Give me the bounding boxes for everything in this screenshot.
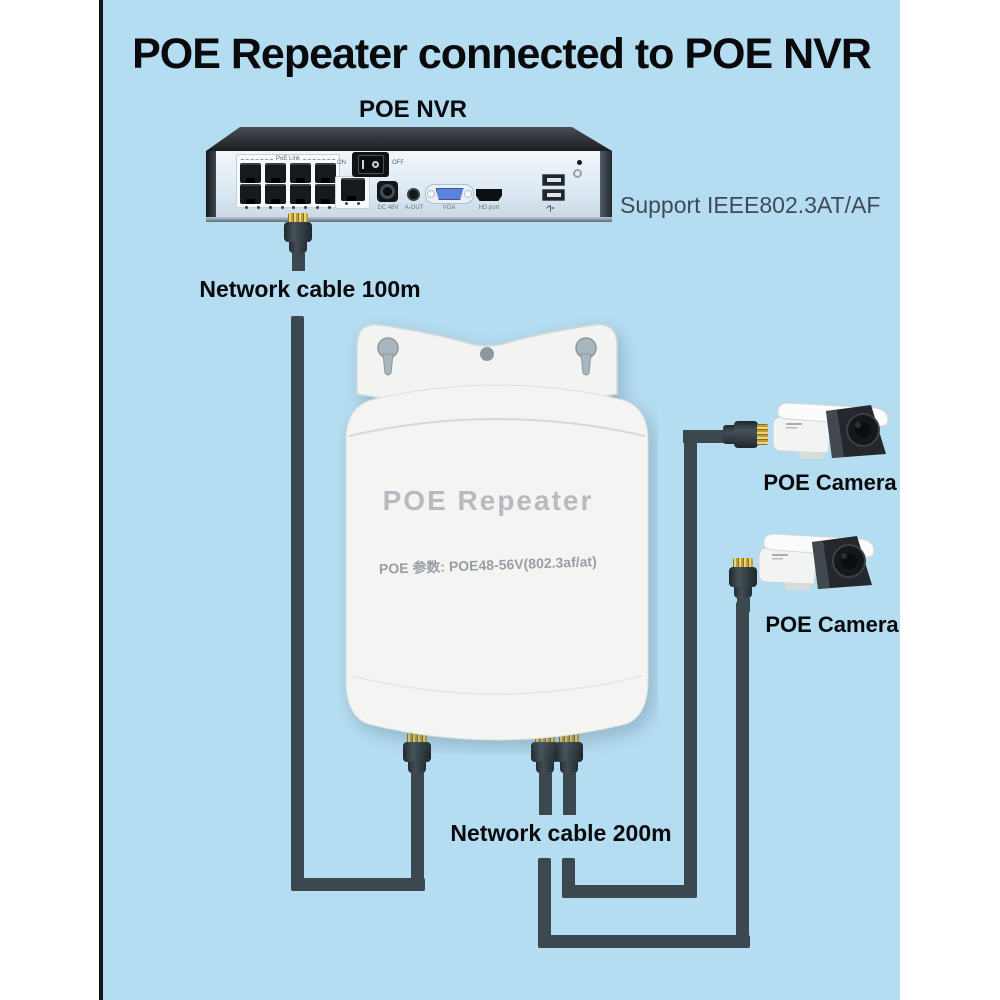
aout-label: A-OUT — [404, 205, 424, 211]
rj45-port — [240, 184, 261, 204]
poe-camera-1 — [772, 402, 889, 459]
power-rocker — [357, 155, 384, 174]
rj45-connector-camera1 — [683, 419, 773, 448]
screw-hole — [573, 169, 582, 178]
usb-ports — [542, 174, 565, 204]
nvr-top-panel — [206, 127, 612, 151]
poe-port-row-2 — [237, 183, 339, 204]
poe-link-label: PoE Link — [276, 156, 301, 162]
vga-port — [425, 184, 474, 204]
rj45-pins — [407, 733, 427, 742]
center-hole — [480, 347, 494, 361]
rj45-pins — [288, 213, 308, 222]
rj45-port — [290, 184, 311, 204]
nvr-bottom-edge — [206, 217, 612, 222]
support-note: Support IEEE802.3AT/AF — [620, 192, 881, 218]
keyhole-slot-right — [575, 337, 597, 376]
port-led-dots — [237, 204, 339, 209]
rj45-port — [315, 163, 336, 183]
hdmi-port — [476, 189, 502, 201]
rj45-pins — [733, 558, 753, 567]
rj45-port — [290, 163, 311, 183]
audio-out-jack — [407, 188, 420, 201]
camera1-label: POE Camera — [763, 470, 897, 495]
cable-cam2-vertical-a — [538, 858, 551, 948]
poe-camera-2 — [758, 533, 875, 590]
dc-power-jack — [377, 181, 398, 202]
rj45-port — [240, 163, 261, 183]
repeater-name: POE Repeater — [383, 485, 594, 516]
camera-brand-mark — [772, 554, 788, 556]
camera2-label: POE Camera — [765, 612, 899, 637]
cable-cam1-horizontal — [562, 885, 697, 898]
repeater-spec: POE 参数: POE48-56V(802.3af/at) — [379, 553, 597, 577]
nvr-left-edge — [206, 151, 216, 222]
nvr-label: POE NVR — [358, 96, 468, 123]
cable-nvr-vertical — [291, 316, 304, 890]
diagram-title: POE Repeater connected to POE NVR — [132, 30, 872, 78]
rj45-port — [265, 184, 286, 204]
status-led — [577, 160, 582, 165]
rj45-connector-camera2 — [729, 558, 757, 612]
nvr-device: PoE Link — [206, 127, 612, 222]
nvr-uplink-port — [335, 176, 370, 209]
keyhole-slot-left — [377, 337, 399, 376]
rj45-connector-repeater-uplink — [403, 733, 431, 888]
dc-jack-label: DC 48V — [377, 205, 399, 211]
cable-nvr-horizontal — [291, 878, 425, 891]
rj45-port — [265, 163, 286, 183]
nvr-right-edge — [600, 151, 612, 222]
rj45-port — [315, 184, 336, 204]
cable-cam1-vertical-b — [684, 430, 697, 898]
hdmi-label: HD port — [478, 205, 500, 211]
repeater-body — [345, 384, 649, 741]
camera-mount — [784, 582, 810, 590]
cable-cam2-vertical-b — [736, 602, 749, 948]
usb-port — [542, 189, 565, 201]
repeater-device: POE Repeater POE 参数: POE48-56V(802.3af/a… — [345, 323, 649, 741]
rj45-pins — [559, 733, 579, 742]
switch-on-label: ON — [337, 160, 346, 166]
nvr-poe-ports: PoE Link — [236, 154, 340, 209]
camera-brand-mark — [786, 423, 802, 425]
usb-icon — [550, 205, 554, 212]
rj45-connector-nvr — [284, 213, 312, 271]
poe-link-dash-left — [241, 158, 273, 160]
rj45-connector-repeater-out2 — [555, 733, 583, 815]
rj45-pins — [757, 424, 768, 445]
cable-cam2-horizontal — [538, 935, 750, 948]
usb-port — [542, 174, 565, 186]
switch-off-label: OFF — [392, 160, 404, 166]
camera-mount — [798, 451, 824, 459]
power-switch — [352, 152, 389, 177]
vga-label: VGA — [442, 205, 456, 211]
nvr-cable-label: Network cable 100m — [199, 276, 421, 302]
left-border-line — [99, 0, 103, 1000]
poe-link-header: PoE Link — [237, 155, 339, 162]
poe-link-dash-right — [303, 158, 336, 160]
poe-port-row-1 — [237, 162, 339, 183]
camera-cable-label: Network cable 200m — [450, 820, 672, 846]
rj45-port — [340, 178, 365, 201]
